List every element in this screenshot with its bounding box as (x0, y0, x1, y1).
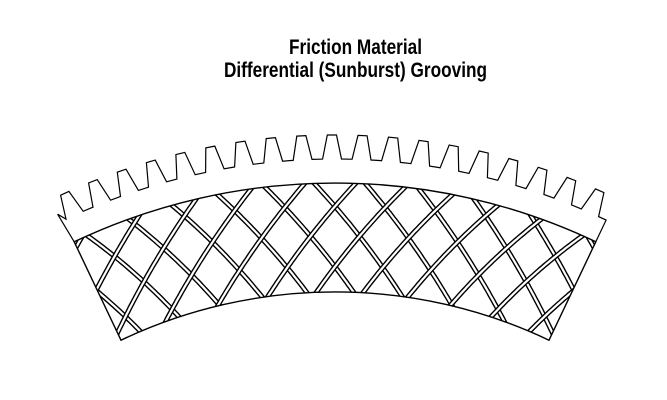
groove-edge (357, 183, 480, 341)
friction-material-outline (73, 182, 597, 342)
groove-channel (252, 183, 393, 341)
groove-channel (106, 183, 214, 341)
groove-edge (74, 305, 113, 341)
groove-channel (617, 336, 638, 353)
groove-channel (455, 183, 563, 341)
groove-edge (557, 287, 596, 341)
groove-channel (550, 183, 596, 341)
groove-channel (307, 183, 437, 341)
groove-channel (74, 306, 112, 341)
groove-channel (191, 183, 312, 341)
groove-channel (320, 183, 476, 341)
groove-edge (507, 241, 596, 341)
diagram-title: Friction Material (288, 36, 422, 59)
groove-edge (190, 183, 313, 341)
gear-teeth-outline (57, 134, 607, 243)
diagram-subtitle: Differential (Sunburst) Grooving (223, 59, 488, 82)
groove-channel (234, 183, 364, 341)
sunburst-grooves (74, 183, 638, 353)
groove-edge (275, 183, 420, 341)
groove-edge (306, 183, 438, 341)
groove-edge (617, 336, 638, 353)
groove-channel (276, 183, 419, 341)
groove-channel (558, 288, 596, 341)
groove-edge (232, 183, 365, 341)
groove-edge (319, 183, 476, 341)
groove-channel (194, 183, 350, 341)
groove-channel (358, 183, 479, 341)
groove-channel (508, 242, 596, 341)
groove-edge (251, 183, 394, 341)
groove-edge (194, 183, 351, 341)
groove-edge (548, 183, 596, 341)
